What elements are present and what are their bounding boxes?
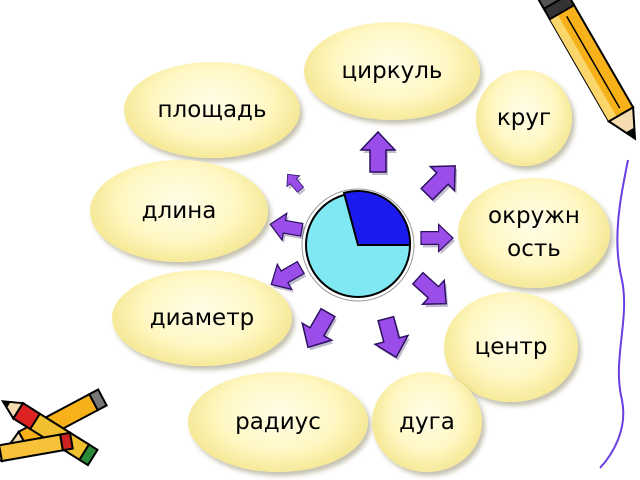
term-label-radius: радиус (235, 408, 321, 435)
term-label-tsentr: центр (474, 333, 548, 360)
term-bubble-tsentr: центр (444, 292, 578, 402)
arrow-to-dlina (269, 212, 304, 242)
term-bubble-krug: круг (476, 70, 572, 166)
arrow-to-okruzhnost (420, 223, 454, 253)
term-label-duga: дуга (399, 408, 455, 435)
term-bubble-okruzhnost: окружн ость (458, 178, 610, 288)
pencil-icon (537, 0, 637, 141)
circle-sector (342, 190, 412, 246)
term-label-krug: круг (496, 104, 552, 131)
term-label-tsirkul: циркуль (341, 57, 443, 84)
arrow-to-tsentr (411, 271, 447, 306)
term-label-okruzhnost-line1: окружн (488, 203, 580, 229)
term-bubble-ploshchad: площадь (124, 62, 300, 158)
arrow-to-radius (301, 307, 336, 349)
center-circle (301, 188, 415, 302)
term-bubble-dlina: длина (90, 160, 268, 262)
term-label-dlina: длина (141, 197, 217, 224)
term-label-ploshchad: площадь (157, 96, 267, 123)
arrow-to-duga (373, 315, 410, 359)
frame-line (599, 159, 629, 469)
arrow-to-krug (420, 165, 456, 201)
term-label-diametr: диаметр (149, 304, 255, 331)
term-bubble-diametr: диаметр (112, 270, 292, 366)
arrows-group (269, 130, 458, 361)
term-bubble-radius: радиус (188, 372, 368, 472)
crossed-pencils-icon (0, 388, 108, 467)
arrow-to-diametr (270, 260, 305, 291)
arrow-to-ploshchad (286, 173, 305, 193)
term-label-okruzhnost-line2: ость (507, 236, 561, 262)
arrow-to-tsirkul (359, 130, 397, 173)
term-bubble-duga: дуга (372, 372, 482, 472)
term-bubble-tsirkul: циркуль (304, 22, 480, 120)
